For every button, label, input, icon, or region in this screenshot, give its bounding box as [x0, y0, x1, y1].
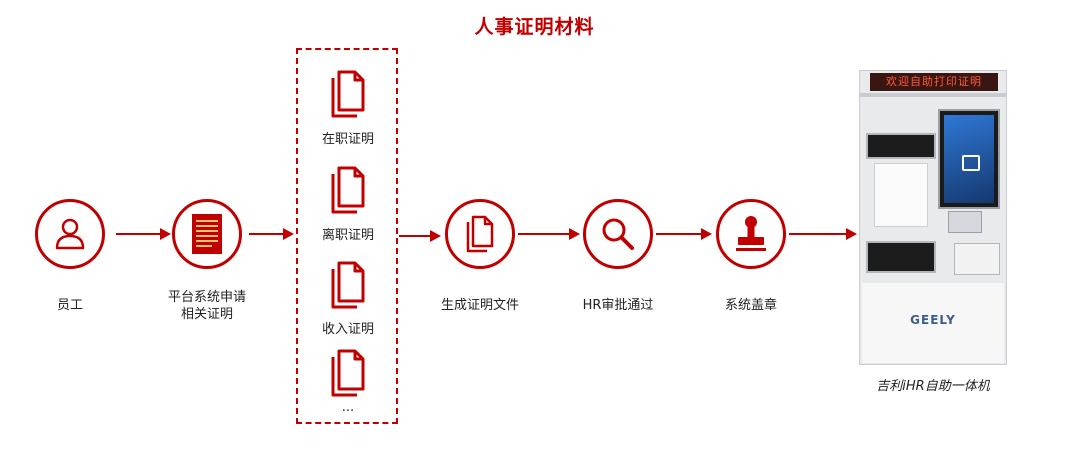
- employee-label: 员工: [56, 298, 83, 313]
- arrow-line: [656, 233, 702, 235]
- kiosk-paper: [874, 163, 928, 227]
- hr-review-node: [583, 199, 653, 269]
- hr-review-label: HR审批通过: [582, 298, 654, 313]
- kiosk-band: [860, 93, 1006, 97]
- arrow-line: [249, 233, 284, 235]
- files-icon: [466, 215, 494, 253]
- kiosk-card-reader: [948, 211, 982, 233]
- generate-node: [445, 199, 515, 269]
- arrow-line: [789, 233, 847, 235]
- generate-label: 生成证明文件: [440, 298, 519, 313]
- kiosk-caption: 吉利iHR自助一体机: [876, 379, 990, 394]
- arrow-head: [569, 228, 580, 240]
- apply-label: 平台系统申请 相关证明: [157, 289, 257, 323]
- arrow-head: [846, 228, 857, 240]
- document-icon: [331, 261, 365, 309]
- arrow-head: [701, 228, 712, 240]
- arrow-line: [518, 233, 570, 235]
- stamp-label: 系统盖章: [724, 298, 777, 313]
- arrow-head: [283, 228, 294, 240]
- doc-label-income: 收入证明: [321, 322, 374, 337]
- document-icon: [331, 70, 365, 118]
- kiosk-marquee: 欢迎自助打印证明: [870, 73, 998, 91]
- form-icon: [192, 214, 222, 254]
- kiosk-slot-top: [866, 133, 936, 159]
- user-icon: [55, 218, 85, 250]
- kiosk-tray: [954, 243, 1000, 275]
- apply-label-line2: 相关证明: [180, 307, 233, 322]
- arrow-line: [399, 235, 431, 237]
- kiosk-screen: [938, 109, 1000, 209]
- stamp-node: [716, 199, 786, 269]
- document-icon: [331, 349, 365, 397]
- lock-icon: [962, 155, 980, 171]
- arrow-line: [116, 233, 161, 235]
- diagram-title: 人事证明材料: [474, 16, 595, 38]
- document-types-group: [296, 48, 398, 424]
- stamp-icon: [736, 216, 766, 251]
- kiosk-screen-display: [944, 115, 994, 203]
- apply-node: [172, 199, 242, 269]
- doc-label-resignation: 离职证明: [321, 228, 374, 243]
- employee-node: [35, 199, 105, 269]
- document-icon: [331, 166, 365, 214]
- arrow-head: [430, 230, 441, 242]
- kiosk-brand-logo: GEELY: [910, 313, 956, 327]
- kiosk-slot-bottom: [866, 241, 936, 273]
- kiosk-base: [862, 283, 1004, 363]
- apply-label-line1: 平台系统申请: [167, 290, 246, 305]
- doc-label-more: ...: [341, 400, 355, 415]
- kiosk-machine: 欢迎自助打印证明 GEELY: [859, 70, 1007, 365]
- doc-label-employment: 在职证明: [321, 132, 374, 147]
- magnifier-icon: [602, 218, 634, 250]
- arrow-head: [160, 228, 171, 240]
